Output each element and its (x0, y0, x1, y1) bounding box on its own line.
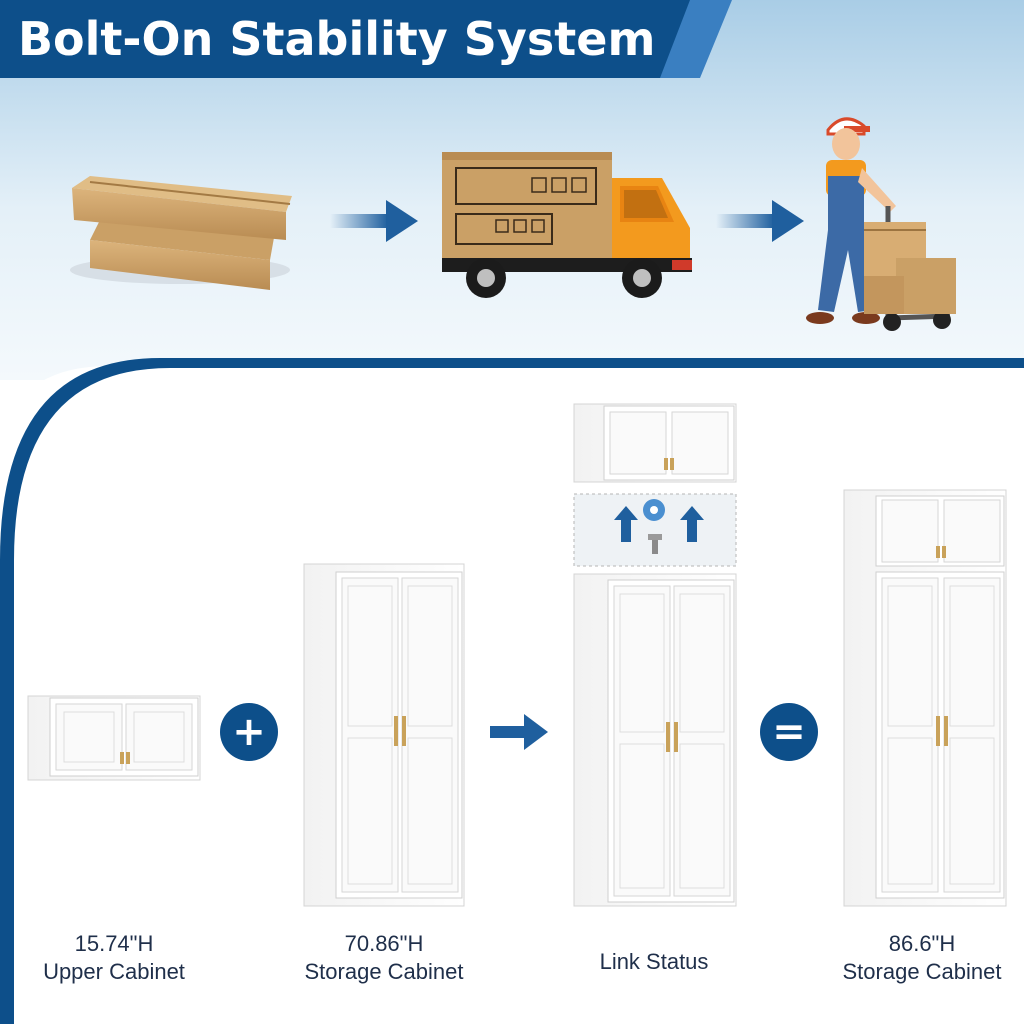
storage-cabinet-label: 70.86"H Storage Cabinet (284, 930, 484, 986)
page-title: Bolt-On Stability System (18, 12, 656, 66)
link-status-text: Link Status (599, 949, 709, 974)
storage-cabinet-name: Storage Cabinet (304, 959, 464, 984)
equals-symbol: = (760, 703, 818, 761)
hand-truck-worker-icon (806, 117, 956, 331)
upper-cabinet-label: 15.74"H Upper Cabinet (14, 930, 214, 986)
upper-cabinet-name: Upper Cabinet (43, 959, 185, 984)
arrow-icon (490, 714, 548, 750)
stacked-boxes-icon (70, 176, 292, 290)
storage-cabinet-image (303, 563, 465, 907)
combined-cabinet-label: 86.6"H Storage Cabinet (820, 930, 1024, 986)
combined-cabinet-image (843, 489, 1007, 907)
plus-symbol: + (220, 703, 278, 761)
arrow-icon (330, 200, 418, 242)
link-status-label: Link Status (554, 948, 754, 976)
truck-icon (442, 152, 692, 298)
upper-cabinet-height: 15.74"H (74, 931, 154, 956)
link-status-image (573, 403, 737, 907)
arrow-icon (716, 200, 804, 242)
upper-cabinet-image (27, 695, 201, 781)
storage-cabinet-height: 70.86"H (344, 931, 424, 956)
combined-cabinet-name: Storage Cabinet (842, 959, 1002, 984)
combined-cabinet-height: 86.6"H (888, 931, 956, 956)
